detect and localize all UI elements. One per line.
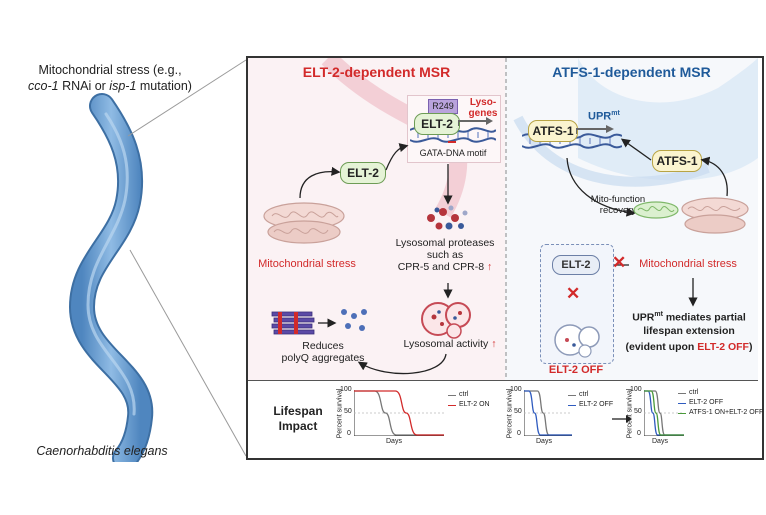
- legend-swatch: [568, 394, 576, 396]
- transcription-arrow-atfs1: [576, 125, 614, 134]
- atfs1-dna-pill: ATFS-1: [528, 120, 578, 142]
- chart3-ytick-100: 100: [630, 386, 642, 393]
- mito-stress-label-elt2: Mitochondrial stress: [258, 258, 356, 270]
- lifespan-strip-divider: [248, 380, 758, 381]
- survival-curve-ctrl: [354, 390, 444, 436]
- mitochondrion-atfs1: [681, 197, 749, 234]
- lysosome-inactive-icon: [554, 324, 600, 358]
- stress-caption: Mitochondrial stress (e.g., cco-1 RNAi o…: [0, 62, 220, 94]
- chart2-ytick-100: 100: [510, 386, 522, 393]
- chart2-xlabel: Days: [536, 438, 552, 445]
- mitochondrion-elt2: [263, 202, 345, 244]
- chart1-xlabel: Days: [386, 438, 402, 445]
- chart3-ytick-50: 50: [634, 408, 642, 415]
- legend-entry: ELT-2 ON: [448, 400, 490, 410]
- chart1-ytick-100: 100: [340, 386, 352, 393]
- upr-mt-note: UPRmt mediates partial lifespan extensio…: [625, 311, 753, 353]
- elt2-nuclear-pill: ELT-2: [340, 162, 386, 184]
- legend-label: ELT-2 OFF: [689, 399, 724, 406]
- lysosome-icon: [421, 302, 471, 339]
- worm-illustration: [68, 93, 154, 462]
- gata-motif-label: GATA-DNA motif: [419, 148, 487, 158]
- transcription-arrow-elt2: [458, 117, 493, 126]
- lysosomal-proteases-label: Lysosomal proteases such as CPR-5 and CP…: [395, 237, 495, 273]
- elt2-ghost-pill: ELT-2: [552, 255, 600, 275]
- legend-label: ctrl: [579, 391, 589, 398]
- chart3-plot-area: [644, 390, 684, 436]
- legend-entry: ctrl: [568, 390, 613, 400]
- legend-entry: ctrl: [678, 388, 763, 398]
- chart2-ytick-50: 50: [514, 408, 522, 415]
- mitochondrion-healthy: [633, 201, 679, 219]
- chart-transition-arrow: [612, 415, 632, 423]
- chart1-ytick-50: 50: [344, 408, 352, 415]
- legend-swatch: [678, 392, 686, 394]
- survival-curve-ctrl: [524, 390, 572, 436]
- inhibition-x-mark-1: ✕: [612, 253, 627, 272]
- lyso-activity-up-arrow: ↑: [491, 338, 497, 350]
- survival-curve-ctrl: [644, 390, 684, 436]
- polyq-aggregate-icon: [271, 311, 315, 335]
- chart1-ytick-0: 0: [347, 430, 351, 437]
- legend-label: ctrl: [689, 389, 699, 396]
- stress-caption-line2: cco-1 RNAi or isp-1 mutation): [28, 79, 192, 93]
- chart1-plot-area: [354, 390, 444, 436]
- atfs1-panel-title: ATFS-1-dependent MSR: [552, 64, 711, 80]
- protease-cluster-icon: [427, 205, 468, 230]
- chart3-xlabel: Days: [652, 438, 668, 445]
- elt2-off-label: ELT-2 OFF: [548, 364, 604, 376]
- inhibition-x-mark-2: ✕: [566, 284, 581, 303]
- legend-swatch: [678, 402, 686, 404]
- organism-name: Caenorhabditis elegans: [36, 444, 168, 458]
- survival-curve-elt-2-off: [644, 390, 684, 436]
- legend-swatch: [678, 412, 686, 414]
- elt2-cycle-arrows: [299, 143, 453, 375]
- elt2-dna-pill: ELT-2: [414, 113, 460, 135]
- legend-label: ELT-2 ON: [459, 401, 490, 408]
- legend-swatch: [448, 404, 456, 406]
- survival-curve-atfs-1-on-elt-2-off: [644, 390, 684, 436]
- chart2-ytick-0: 0: [517, 430, 521, 437]
- lysosomal-activity-label: Lysosomal activity ↑: [403, 338, 497, 350]
- legend-swatch: [448, 394, 456, 396]
- chart2-plot-area: [524, 390, 572, 436]
- legend-entry: ELT-2 OFF: [678, 398, 763, 408]
- stress-caption-line1: Mitochondrial stress (e.g.,: [38, 63, 182, 77]
- legend-swatch: [568, 404, 576, 406]
- legend-entry: ATFS-1 ON+ELT-2 OFF: [678, 408, 763, 418]
- legend-label: ctrl: [459, 391, 469, 398]
- survival-curve-elt-2-on: [354, 390, 444, 436]
- atfs1-side-pill: ATFS-1: [652, 150, 702, 172]
- legend-label: ELT-2 OFF: [579, 401, 614, 408]
- legend-entry: ELT-2 OFF: [568, 400, 613, 410]
- upr-mt-label: UPRmt: [588, 110, 620, 123]
- degraded-aggregates-icon: [341, 309, 367, 331]
- elt2-panel-title: ELT-2-dependent MSR: [302, 64, 451, 80]
- panel-divider: [505, 58, 507, 380]
- chart3-ytick-0: 0: [637, 430, 641, 437]
- mito-stress-label-atfs1: Mitochondrial stress: [639, 258, 737, 270]
- proteases-up-arrow: ↑: [487, 261, 493, 273]
- legend-entry: ctrl: [448, 390, 490, 400]
- survival-curve-elt-2-off: [524, 390, 572, 436]
- lyso-genes-label: Lyso-genes: [468, 97, 498, 119]
- legend-label: ATFS-1 ON+ELT-2 OFF: [689, 409, 764, 416]
